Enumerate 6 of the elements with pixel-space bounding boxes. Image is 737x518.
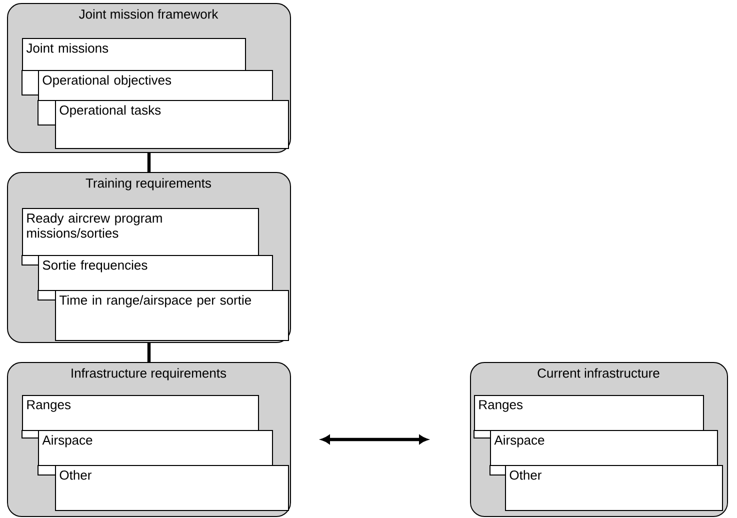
connector [321, 435, 428, 444]
item-box: Time in range/airspace per sortie [55, 290, 289, 341]
connector [147, 153, 151, 172]
connector [147, 343, 151, 362]
item-box: Other [505, 465, 723, 511]
item-box: Other [55, 465, 289, 511]
